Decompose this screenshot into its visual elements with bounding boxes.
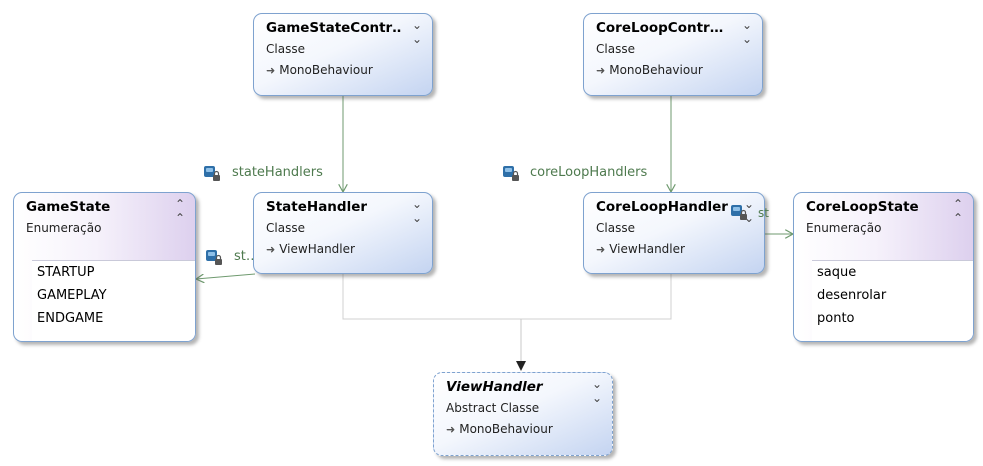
base-type-name: ViewHandler xyxy=(609,242,685,256)
base-type-name: MonoBehaviour xyxy=(279,63,373,77)
class-title: CoreLoopContr… xyxy=(596,20,724,36)
assoc-label-statehandlers[interactable]: stateHandlers xyxy=(232,165,323,180)
class-stereotype: Classe xyxy=(266,42,305,56)
enum-shape-gamestate[interactable]: GameState ⌃⌃ Enumeração STARTUP GAMEPLAY… xyxy=(13,192,196,342)
base-type-name: MonoBehaviour xyxy=(459,422,553,436)
enum-values-list: STARTUP GAMEPLAY ENDGAME xyxy=(32,260,195,341)
assoc-label-coreloophandlers[interactable]: coreLoopHandlers xyxy=(530,165,648,180)
inherit-arrow-icon: ➜ xyxy=(596,243,606,256)
class-title: GameStateContr… xyxy=(266,20,402,36)
double-chevron-down-icon[interactable]: ⌄⌄ xyxy=(741,18,752,46)
assoc-line-gamestate xyxy=(196,273,256,279)
class-title: StateHandler xyxy=(266,199,368,215)
assoc-label-gamestate[interactable]: st… xyxy=(234,249,259,264)
enum-values-list: saque desenrolar ponto xyxy=(812,260,973,341)
field-lock-icon xyxy=(206,250,222,265)
double-chevron-down-icon[interactable]: ⌄⌄ xyxy=(591,377,602,405)
field-lock-icon xyxy=(503,166,519,181)
enum-value[interactable]: ponto xyxy=(817,311,855,326)
inherit-arrow-icon: ➜ xyxy=(596,64,606,77)
base-type: ➜ViewHandler xyxy=(596,242,685,256)
class-title: ViewHandler xyxy=(446,379,543,395)
inherit-arrow-icon: ➜ xyxy=(266,64,276,77)
double-chevron-down-icon[interactable]: ⌄⌄ xyxy=(411,197,422,225)
field-lock-icon xyxy=(204,166,220,181)
field-lock-icon xyxy=(731,205,747,220)
base-type: ➜MonoBehaviour xyxy=(596,63,703,77)
base-type-name: ViewHandler xyxy=(279,242,355,256)
enum-value[interactable]: GAMEPLAY xyxy=(37,288,107,303)
double-chevron-up-icon[interactable]: ⌃⌃ xyxy=(952,197,963,225)
class-stereotype: Classe xyxy=(266,221,305,235)
class-stereotype: Classe xyxy=(596,42,635,56)
double-chevron-up-icon[interactable]: ⌃⌃ xyxy=(174,197,185,225)
double-chevron-down-icon[interactable]: ⌄⌄ xyxy=(743,197,754,225)
assoc-label-coreloopstate[interactable]: st xyxy=(758,206,769,220)
base-type-name: MonoBehaviour xyxy=(609,63,703,77)
enum-value[interactable]: ENDGAME xyxy=(37,311,104,326)
enum-value[interactable]: saque xyxy=(817,265,857,280)
enum-value[interactable]: STARTUP xyxy=(37,265,95,280)
enum-title: CoreLoopState xyxy=(806,199,919,215)
class-shape-statehandler[interactable]: StateHandler ⌄⌄ Classe ➜ViewHandler xyxy=(253,192,433,274)
class-stereotype: Classe xyxy=(596,221,635,235)
class-shape-viewhandler[interactable]: ViewHandler ⌄⌄ Abstract Classe ➜MonoBeha… xyxy=(433,372,613,456)
inheritance-arrowhead xyxy=(516,361,526,371)
class-shape-coreloophandler[interactable]: CoreLoopHandler ⌄⌄ Classe ➜ViewHandler xyxy=(583,192,765,274)
inheritance-line-statehandler xyxy=(342,274,521,320)
inherit-arrow-icon: ➜ xyxy=(266,243,276,256)
base-type: ➜ViewHandler xyxy=(266,242,355,256)
class-stereotype: Abstract Classe xyxy=(446,401,540,415)
enum-stereotype: Enumeração xyxy=(26,221,102,235)
class-shape-coreloopcontroller[interactable]: CoreLoopContr… ⌄⌄ Classe ➜MonoBehaviour xyxy=(583,13,763,96)
inheritance-line-coreloophandler xyxy=(521,274,672,320)
base-type: ➜MonoBehaviour xyxy=(446,422,553,436)
enum-stereotype: Enumeração xyxy=(806,221,882,235)
double-chevron-down-icon[interactable]: ⌄⌄ xyxy=(411,18,422,46)
enum-title: GameState xyxy=(26,199,111,215)
enum-value[interactable]: desenrolar xyxy=(817,288,887,303)
inherit-arrow-icon: ➜ xyxy=(446,423,456,436)
enum-shape-coreloopstate[interactable]: CoreLoopState ⌃⌃ Enumeração saque desenr… xyxy=(793,192,974,342)
class-title: CoreLoopHandler xyxy=(596,199,728,215)
base-type: ➜MonoBehaviour xyxy=(266,63,373,77)
class-shape-gamestatecontroller[interactable]: GameStateContr… ⌄⌄ Classe ➜MonoBehaviour xyxy=(253,13,433,96)
